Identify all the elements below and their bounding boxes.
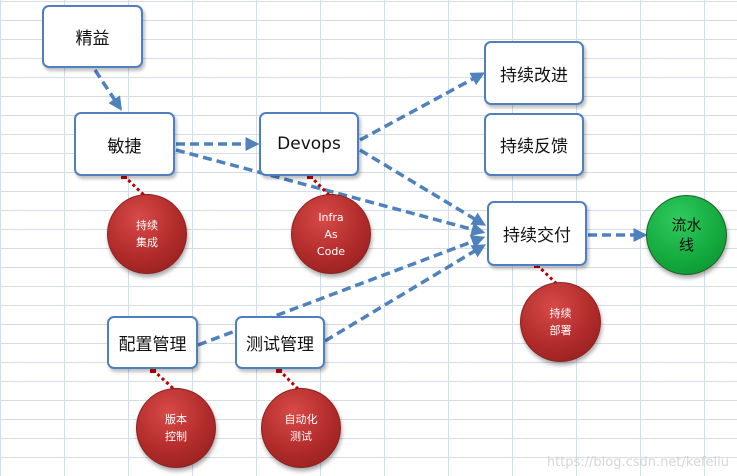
circle-infra-as-code: Infra As Code: [291, 194, 371, 274]
node-label: Devops: [277, 134, 341, 154]
node-label: 配置管理: [118, 335, 187, 355]
node-config-management: 配置管理: [107, 316, 198, 369]
connector-test-at: [277, 368, 302, 393]
connector-config-vc: [151, 368, 178, 393]
circle-label: 流水 线: [671, 216, 702, 254]
node-label: 测试管理: [246, 335, 314, 355]
circle-label: Infra As Code: [316, 210, 346, 258]
node-label: 持续交付: [503, 226, 571, 246]
node-continuous-feedback: 持续反馈: [484, 113, 584, 176]
circle-label: 持续 集成: [136, 219, 158, 249]
circle-continuous-deployment: 持续 部署: [520, 282, 601, 362]
circle-continuous-integration: 持续 集成: [107, 194, 187, 274]
node-lean: 精益: [42, 5, 143, 68]
node-label: 精益: [75, 29, 110, 49]
circle-version-control: 版本 控制: [136, 388, 216, 468]
circle-automated-testing: 自动化 测试: [261, 388, 341, 468]
arrow-devops-to-improvement: [359, 72, 486, 142]
node-devops: Devops: [259, 112, 359, 176]
node-continuous-delivery: 持续交付: [487, 201, 587, 266]
connector-endpoint: [150, 367, 156, 373]
connector-devops-iac: [308, 174, 333, 199]
connector-agile-ci: [122, 174, 148, 199]
connector-endpoint: [276, 367, 282, 373]
connector-endpoint: [307, 173, 313, 179]
arrow-lean-to-agile: [93, 69, 122, 111]
node-label: 敏捷: [107, 136, 142, 157]
circle-pipeline: 流水 线: [646, 195, 727, 275]
arrow-test-to-delivery: [324, 244, 486, 343]
node-continuous-improvement: 持续改进: [484, 41, 584, 105]
node-label: 持续改进: [500, 65, 568, 86]
circle-label: 持续 部署: [549, 307, 572, 337]
connector-endpoint: [121, 173, 127, 179]
node-test-management: 测试管理: [235, 316, 325, 369]
node-agile: 敏捷: [74, 112, 175, 176]
arrow-devops-to-delivery: [359, 148, 486, 226]
watermark-text: https://blog.csdn.net/kefeliu: [546, 455, 729, 470]
arrow-agile-to-delivery: [175, 148, 486, 237]
circle-label: 自动化 测试: [284, 413, 318, 443]
node-label: 持续反馈: [500, 137, 568, 157]
circle-label: 版本 控制: [165, 413, 187, 443]
